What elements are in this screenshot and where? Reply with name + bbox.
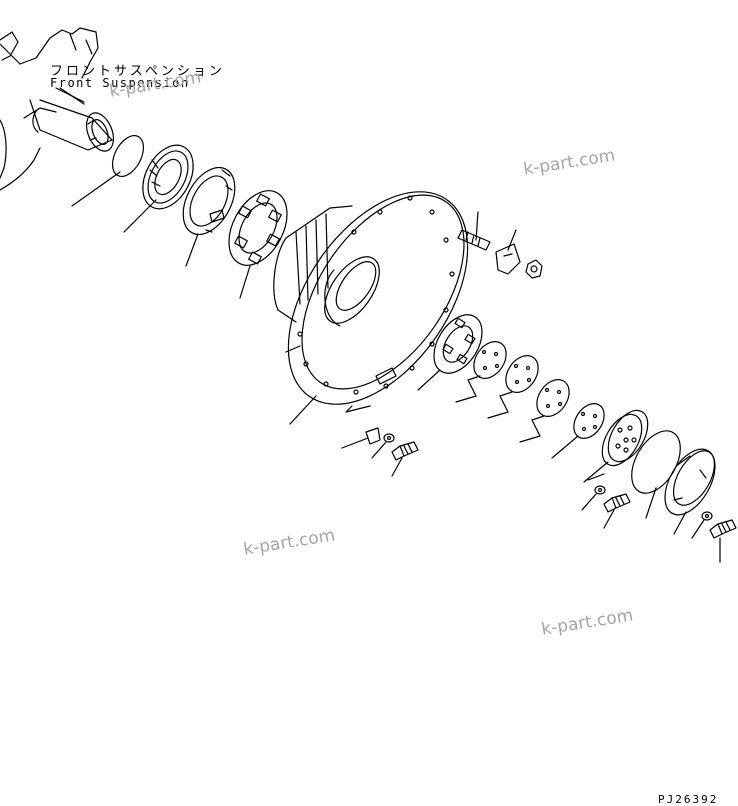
- shim-4: [551, 403, 605, 459]
- stud-bolt: [457, 211, 491, 251]
- figure-code: PJ26392: [658, 793, 719, 806]
- washer-1: [371, 433, 395, 459]
- shim-2: [487, 355, 539, 419]
- hex-nut: [525, 259, 543, 279]
- washer-3: [691, 511, 713, 539]
- front-suspension-label-en: Front Suspension: [50, 76, 190, 90]
- hex-bolt-2: [603, 493, 631, 529]
- lock-plate: [495, 229, 521, 275]
- roller-bearing: [228, 190, 288, 299]
- hex-bolt-3: [709, 519, 737, 563]
- small-clip: [341, 405, 381, 449]
- shim-1: [455, 341, 507, 403]
- bearing-outer-race: [182, 166, 236, 267]
- wheel-hub: [273, 191, 469, 425]
- shim-3: [519, 379, 570, 443]
- carrier-bearing: [417, 314, 483, 391]
- cover-plate: [583, 409, 649, 483]
- washer-2: [581, 485, 606, 511]
- o-ring: [71, 135, 145, 207]
- oil-seal: [123, 144, 194, 233]
- front-suspension-label-jp: フロントサスペンション: [50, 64, 225, 79]
- end-cover: [664, 448, 716, 535]
- hex-bolt-1: [391, 441, 419, 477]
- label-leader-line: [55, 87, 85, 103]
- front-suspension-housing: [0, 27, 115, 191]
